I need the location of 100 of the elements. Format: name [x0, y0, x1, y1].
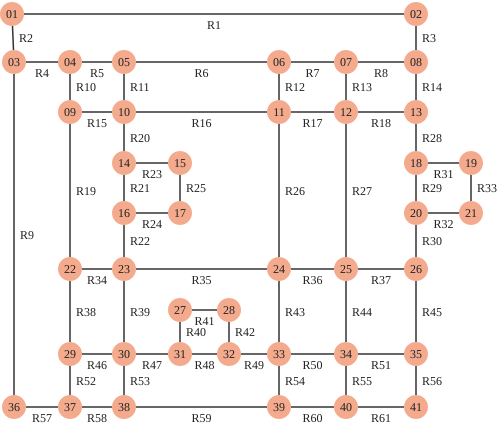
edge-label: R10 [76, 81, 96, 93]
connector-line [345, 74, 347, 100]
edge-label: R60 [302, 412, 323, 424]
node-circle: 40 [334, 395, 358, 419]
connector-line [278, 281, 280, 342]
edge-label: R44 [352, 306, 372, 318]
connector-line [82, 268, 112, 270]
connector-line [192, 353, 217, 355]
node-circle: 10 [112, 100, 136, 124]
edge-label: R50 [302, 359, 323, 371]
connector-line [136, 212, 168, 214]
edge-label: R22 [130, 235, 150, 247]
node-circle: 01 [0, 2, 24, 26]
connector-line [192, 309, 217, 311]
edge-label: R43 [285, 306, 306, 318]
connector-line [345, 281, 347, 342]
connector-line [291, 406, 334, 408]
connector-line [470, 175, 472, 201]
connector-line [345, 124, 347, 257]
connector-line [123, 366, 125, 395]
edge-label: R28 [422, 132, 442, 144]
connector-line [415, 281, 417, 342]
node-circle: 24 [267, 257, 291, 281]
edge-label: R16 [192, 117, 212, 129]
edge-label: R59 [192, 412, 212, 424]
edge-label: R15 [87, 117, 108, 129]
connector-line [179, 322, 181, 342]
edge-label: R13 [352, 81, 372, 93]
edge-label: R36 [302, 274, 323, 286]
edge-label: R58 [87, 412, 108, 424]
node-circle: 34 [334, 342, 358, 366]
connector-line [69, 74, 71, 100]
connector-line [278, 366, 280, 395]
edge-label: R29 [422, 182, 442, 194]
connector-line [415, 26, 417, 50]
edge-label: R53 [130, 374, 150, 386]
connector-line [82, 353, 112, 355]
connector-line [358, 111, 404, 113]
node-circle: 33 [267, 342, 291, 366]
edge-label: R4 [35, 67, 50, 79]
edge-label: R7 [306, 67, 320, 79]
node-circle: 16 [112, 201, 136, 225]
connector-line [179, 175, 181, 201]
connector-line [358, 61, 404, 63]
node-circle: 26 [404, 257, 428, 281]
node-circle: 37 [58, 395, 82, 419]
connector-line [136, 406, 267, 408]
connector-line [278, 74, 280, 100]
connector-line [136, 268, 267, 270]
edge-label: R40 [186, 326, 206, 338]
edge-label: R9 [20, 228, 34, 240]
connector-line [415, 225, 417, 257]
edge-label: R31 [434, 168, 454, 180]
node-circle: 30 [112, 342, 136, 366]
edge-label: R37 [371, 274, 392, 286]
node-circle: 17 [168, 201, 192, 225]
edge-label: R12 [285, 81, 306, 93]
connector-line [82, 61, 112, 63]
edge-label: R27 [352, 184, 372, 196]
node-circle: 27 [168, 298, 192, 322]
edge-label: R18 [371, 117, 392, 129]
edge-label: R24 [142, 218, 162, 230]
connector-line [415, 366, 417, 395]
connector-line [69, 281, 71, 342]
node-circle: 02 [404, 2, 428, 26]
connector-line [345, 366, 347, 395]
edge-label: R11 [130, 81, 150, 93]
node-circle: 22 [58, 257, 82, 281]
edge-label: R54 [285, 374, 306, 386]
edge-label: R46 [87, 359, 108, 371]
edge-label: R20 [130, 132, 150, 144]
edge-label: R45 [422, 306, 442, 318]
edge-label: R52 [76, 374, 96, 386]
connector-line [24, 13, 404, 15]
node-circle: 19 [459, 151, 483, 175]
node-circle: 08 [404, 50, 428, 74]
node-circle: 12 [334, 100, 358, 124]
connector-line [358, 353, 404, 355]
node-circle: 36 [2, 395, 26, 419]
connector-line [13, 74, 15, 395]
connector-line [123, 74, 125, 100]
edge-label: R21 [130, 182, 150, 194]
connector-line [136, 353, 168, 355]
connector-line [228, 322, 230, 342]
edge-label: R61 [371, 412, 392, 424]
connector-line [69, 366, 71, 395]
node-circle: 04 [58, 50, 82, 74]
edge-label: R48 [194, 359, 215, 371]
connector-line [428, 212, 459, 214]
edge-label: R55 [352, 374, 372, 386]
connector-line [415, 175, 417, 201]
node-circle: 28 [217, 298, 241, 322]
edge-label: R49 [244, 359, 264, 371]
node-circle: 38 [112, 395, 136, 419]
connector-line [291, 353, 334, 355]
edge-label: R2 [19, 32, 34, 44]
edge-label: R8 [374, 67, 388, 79]
edge-label: R39 [130, 306, 150, 318]
connector-line [291, 61, 334, 63]
edge-label: R33 [477, 182, 498, 194]
